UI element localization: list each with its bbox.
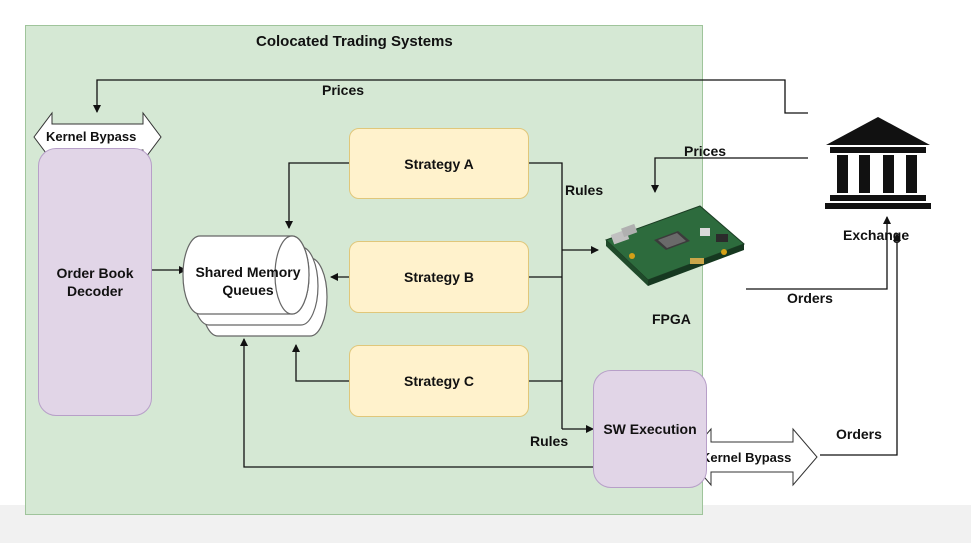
strategy-a-node: Strategy A <box>349 128 529 199</box>
strategy-a-label: Strategy A <box>404 155 474 172</box>
prices-label-top: Prices <box>322 82 365 98</box>
orders-label-fpga: Orders <box>787 290 833 306</box>
shared-memory-queues-label: Shared Memory Queues <box>195 264 301 298</box>
fpga-orders-connector <box>746 216 891 290</box>
sw-execution-node: SW Execution <box>593 370 707 488</box>
exchange-label: Exchange <box>843 227 910 243</box>
strategy-c-node: Strategy C <box>349 345 529 417</box>
strategy-b-label: Strategy B <box>403 269 475 285</box>
strategy-c-label: Strategy C <box>403 373 475 389</box>
sw-orders-connector <box>820 233 901 456</box>
exchange-bank-building <box>825 117 931 209</box>
kernel-bypass-bottom-arrow <box>686 427 818 487</box>
order-book-decoder-node: Order Book Decoder <box>38 148 152 416</box>
prices-connector-top <box>93 79 808 114</box>
rules-label-bottom: Rules <box>530 433 569 449</box>
diagram-title: Colocated Trading Systems <box>256 33 453 50</box>
prices-label-right: Prices <box>684 143 727 159</box>
fpga-label: FPGA <box>652 311 691 327</box>
sw-execution-label: SW Execution <box>603 421 697 437</box>
orders-label-sw: Orders <box>836 426 882 442</box>
shared-memory-queues-stack <box>182 235 328 337</box>
kernel-bypass-left-label: Kernel Bypass <box>46 129 137 144</box>
order-book-decoder-label: Order Book Decoder <box>56 265 134 299</box>
strategy-b-node: Strategy B <box>349 241 529 313</box>
rules-label-top: Rules <box>565 182 604 198</box>
kernel-bypass-bottom-label: Kernel Bypass <box>701 450 792 465</box>
strategy-a-rules-line <box>529 162 563 429</box>
sw-to-queues-arrow <box>240 338 594 468</box>
fpga-board-illustration <box>605 205 745 286</box>
strategy-a-to-queues-arrow <box>285 162 349 229</box>
strategy-c-to-queues-arrow <box>292 344 349 382</box>
prices-connector-fpga <box>651 157 808 193</box>
